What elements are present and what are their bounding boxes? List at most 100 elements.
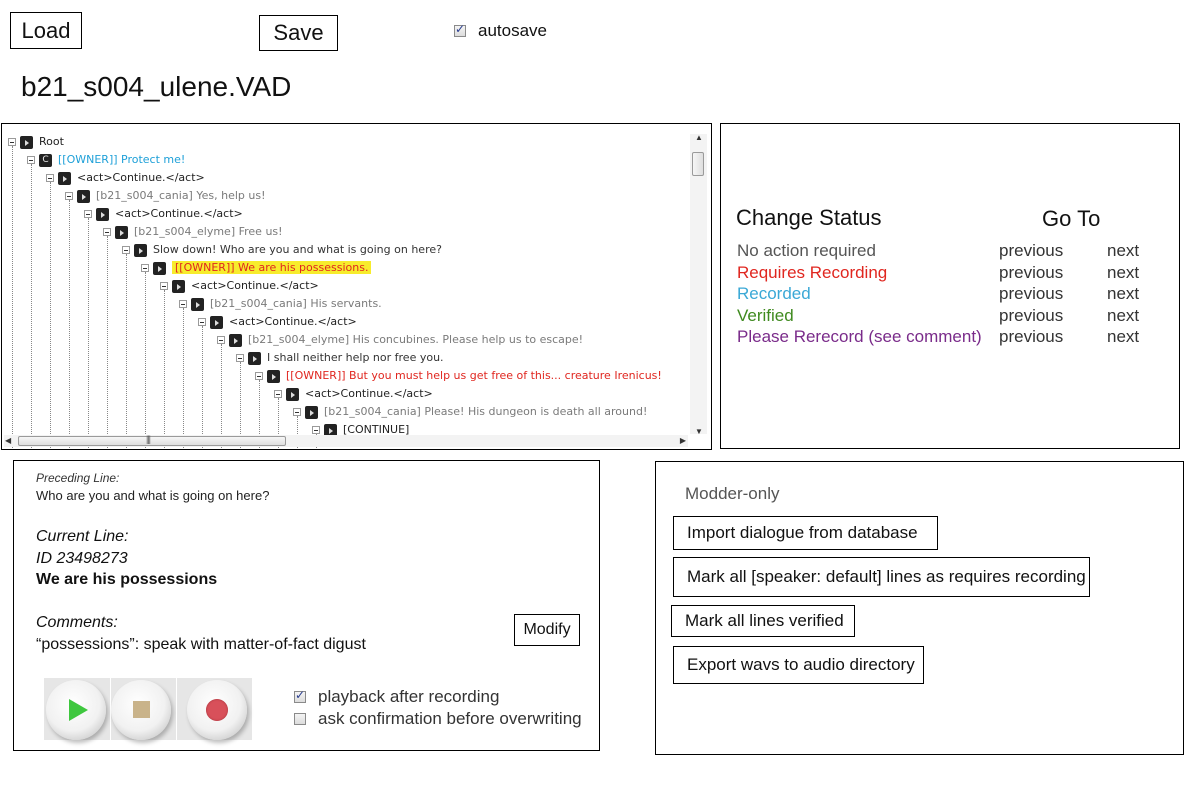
tree-node[interactable]: [CONTINUE] [312,421,409,439]
playback-after-recording-option[interactable]: playback after recording [294,687,499,707]
collapse-toggle-icon[interactable] [217,336,225,344]
collapse-toggle-icon[interactable] [103,228,111,236]
play-line-icon[interactable] [96,207,109,221]
ask-confirmation-option[interactable]: ask confirmation before overwriting [294,709,582,729]
tree-horizontal-scrollbar[interactable]: ◀ ||| ▶ [4,434,688,447]
tree-node[interactable]: [[OWNER]] We are his possessions. [141,259,372,277]
play-line-icon[interactable] [267,369,280,383]
collapse-toggle-icon[interactable] [236,354,244,362]
goto-previous-link[interactable]: previous [999,284,1064,303]
autosave-toggle[interactable]: autosave [454,21,547,40]
line-detail-panel: Preceding Line: Who are you and what is … [13,460,600,751]
collapse-toggle-icon[interactable] [160,282,168,290]
modify-button[interactable]: Modify [514,614,580,646]
scroll-left-arrow-icon[interactable]: ◀ [5,436,12,445]
collapse-toggle-icon[interactable] [122,246,130,254]
status-option[interactable]: Requires Recording [737,263,888,282]
tree-node[interactable]: <act>Continue.</act> [198,313,357,331]
media-separator [110,678,111,740]
goto-next-link[interactable]: next [1107,327,1140,346]
scroll-up-arrow-icon[interactable]: ▲ [695,133,703,142]
play-line-icon[interactable] [210,315,223,329]
collapse-toggle-icon[interactable] [179,300,187,308]
save-button[interactable]: Save [259,15,338,51]
tree-node-label: [[OWNER]] But you must help us get free … [286,369,662,382]
goto-next-link[interactable]: next [1107,241,1140,260]
play-line-icon[interactable] [134,243,147,257]
tree-node[interactable]: Slow down! Who are you and what is going… [122,241,442,259]
playback-checkbox[interactable] [294,688,306,703]
goto-previous-link[interactable]: previous [999,327,1064,346]
goto-next-link[interactable]: next [1107,284,1140,303]
play-line-icon[interactable] [191,297,204,311]
tree-node[interactable]: [b21_s004_cania] Please! His dungeon is … [293,403,647,421]
tree-vertical-scrollbar[interactable]: ▲ ▼ [690,133,707,436]
tree-node[interactable]: <act>Continue.</act> [46,169,205,187]
status-option[interactable]: Recorded [737,284,811,303]
goto-next-link[interactable]: next [1107,263,1140,282]
collapse-toggle-icon[interactable] [65,192,73,200]
collapse-toggle-icon[interactable] [84,210,92,218]
tree-node[interactable]: [b21_s004_cania] His servants. [179,295,382,313]
collapse-toggle-icon[interactable] [141,264,149,272]
goto-next-link[interactable]: next [1107,306,1140,325]
goto-previous-link[interactable]: previous [999,263,1064,282]
tree-vertical-scroll-thumb[interactable] [692,152,704,176]
conversation-node-icon[interactable]: C [39,153,52,167]
play-line-icon[interactable] [172,279,185,293]
tree-node[interactable]: <act>Continue.</act> [84,205,243,223]
play-button[interactable] [46,680,106,740]
autosave-checkbox[interactable] [454,22,466,37]
scroll-right-arrow-icon[interactable]: ▶ [679,436,686,445]
load-button[interactable]: Load [10,12,82,49]
goto-previous-link[interactable]: previous [999,241,1064,260]
collapse-toggle-icon[interactable] [8,138,16,146]
confirm-checkbox[interactable] [294,713,306,725]
mark-default-requires-recording-button[interactable]: Mark all [speaker: default] lines as req… [673,557,1090,597]
tree-node[interactable]: <act>Continue.</act> [160,277,319,295]
collapse-toggle-icon[interactable] [255,372,263,380]
tree-node[interactable]: [b21_s004_cania] Yes, help us! [65,187,265,205]
play-line-icon[interactable] [305,405,318,419]
tree-node[interactable]: C[[OWNER]] Protect me! [27,151,185,169]
collapse-toggle-icon[interactable] [46,174,54,182]
status-option[interactable]: Please Rerecord (see comment) [737,327,982,346]
play-line-icon[interactable] [153,261,166,275]
tree-node[interactable]: [b21_s004_elyme] His concubines. Please … [217,331,583,349]
play-line-icon[interactable] [286,387,299,401]
play-line-icon[interactable] [77,189,90,203]
stop-button[interactable] [111,680,171,740]
mark-all-verified-button[interactable]: Mark all lines verified [671,605,855,637]
tree-guide-line [221,344,222,449]
collapse-toggle-icon[interactable] [27,156,35,164]
current-line-text: We are his possessions [36,571,218,588]
status-option[interactable]: No action required [737,241,876,260]
collapse-toggle-icon[interactable] [274,390,282,398]
play-line-icon[interactable] [115,225,128,239]
record-button[interactable] [187,680,247,740]
status-option[interactable]: Verified [737,306,794,325]
tree-node[interactable]: Root [8,133,64,151]
tree-node[interactable]: <act>Continue.</act> [274,385,433,403]
tree-node[interactable]: [b21_s004_elyme] Free us! [103,223,283,241]
collapse-toggle-icon[interactable] [312,426,320,434]
play-line-icon[interactable] [229,333,242,347]
scroll-down-arrow-icon[interactable]: ▼ [695,427,703,436]
tree-node[interactable]: [[OWNER]] But you must help us get free … [255,367,662,385]
play-line-icon[interactable] [324,423,337,437]
collapse-toggle-icon[interactable] [198,318,206,326]
import-dialogue-button[interactable]: Import dialogue from database [673,516,938,550]
tree-node[interactable]: I shall neither help nor free you. [236,349,444,367]
export-wavs-button[interactable]: Export wavs to audio directory [673,646,924,684]
tree-node-label: <act>Continue.</act> [229,315,357,328]
goto-previous-link[interactable]: previous [999,306,1064,325]
play-line-icon[interactable] [248,351,261,365]
play-line-icon[interactable] [20,135,33,149]
tree-horizontal-scroll-thumb[interactable]: ||| [18,434,286,446]
play-line-icon[interactable] [58,171,71,185]
tree-guide-line [278,398,279,449]
tree-node-label: [b21_s004_elyme] Free us! [134,225,283,238]
collapse-toggle-icon[interactable] [293,408,301,416]
